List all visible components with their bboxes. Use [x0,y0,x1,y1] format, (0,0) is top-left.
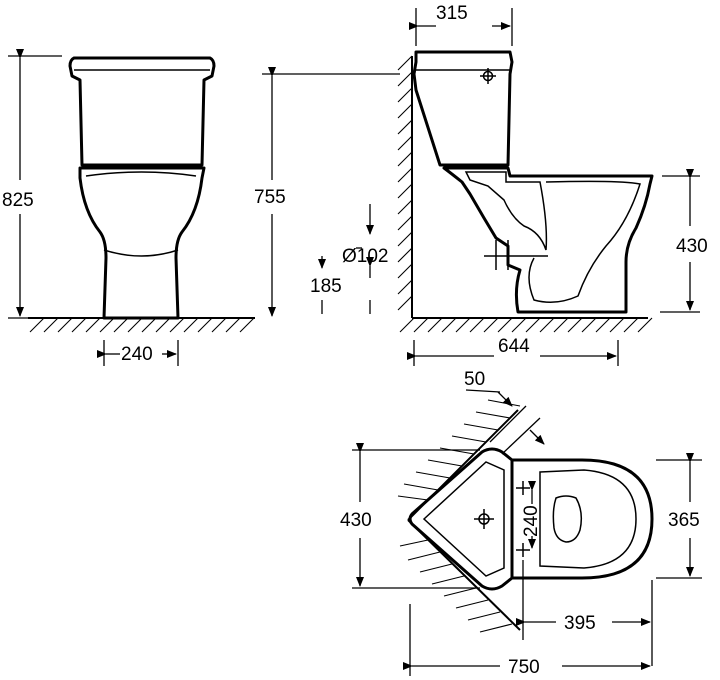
dim-side-tank-depth: 315 [436,3,468,24]
fixing-point-icon [516,481,530,495]
side-floor-hatch [399,317,653,333]
plan-bowl-opening [552,495,583,543]
side-bowl-inner [528,180,641,303]
dim-side-outlet-diameter: Ø102 [342,246,388,267]
dim-front-base-width: 240 [121,344,153,365]
plan-bowl [510,458,654,580]
plan-wall-hatch [397,399,521,633]
front-bowl-curve [103,249,179,257]
plan-tank-lid [422,461,505,577]
plan-flush-button-icon [474,509,494,529]
front-bowl [78,166,206,320]
side-wall-hatch [397,55,413,311]
plan-tank [408,447,514,591]
front-seat-line [85,171,197,177]
dim-side-total-length: 644 [498,336,530,357]
side-tank [412,50,514,167]
dim-plan-bowl-width: 365 [668,510,700,531]
front-view: 825 240 [2,49,255,366]
dim-front-height: 825 [2,190,34,211]
side-trapway [464,171,548,251]
dim-plan-tank-width: 430 [340,510,372,531]
dim-side-outlet-height: 185 [310,276,342,297]
side-bowl [442,166,654,314]
flush-button-icon [480,68,496,84]
plan-view: 50 430 240 365 395 750 [340,369,702,678]
dim-plan-fixing-to-front: 395 [564,613,596,634]
plan-seat [539,469,637,569]
side-view: 315 755 Ø102 185 430 644 [254,3,708,366]
fixing-point-icon [516,543,530,557]
front-tank [68,56,216,167]
dim-plan-fixing-spacing: 240 [521,505,542,537]
dim-side-total-height: 755 [254,187,286,208]
dim-side-bowl-height: 430 [676,236,708,257]
front-floor-hatch [29,317,255,333]
dim-plan-total-length: 750 [508,657,540,678]
dim-plan-offset: 50 [464,369,485,390]
